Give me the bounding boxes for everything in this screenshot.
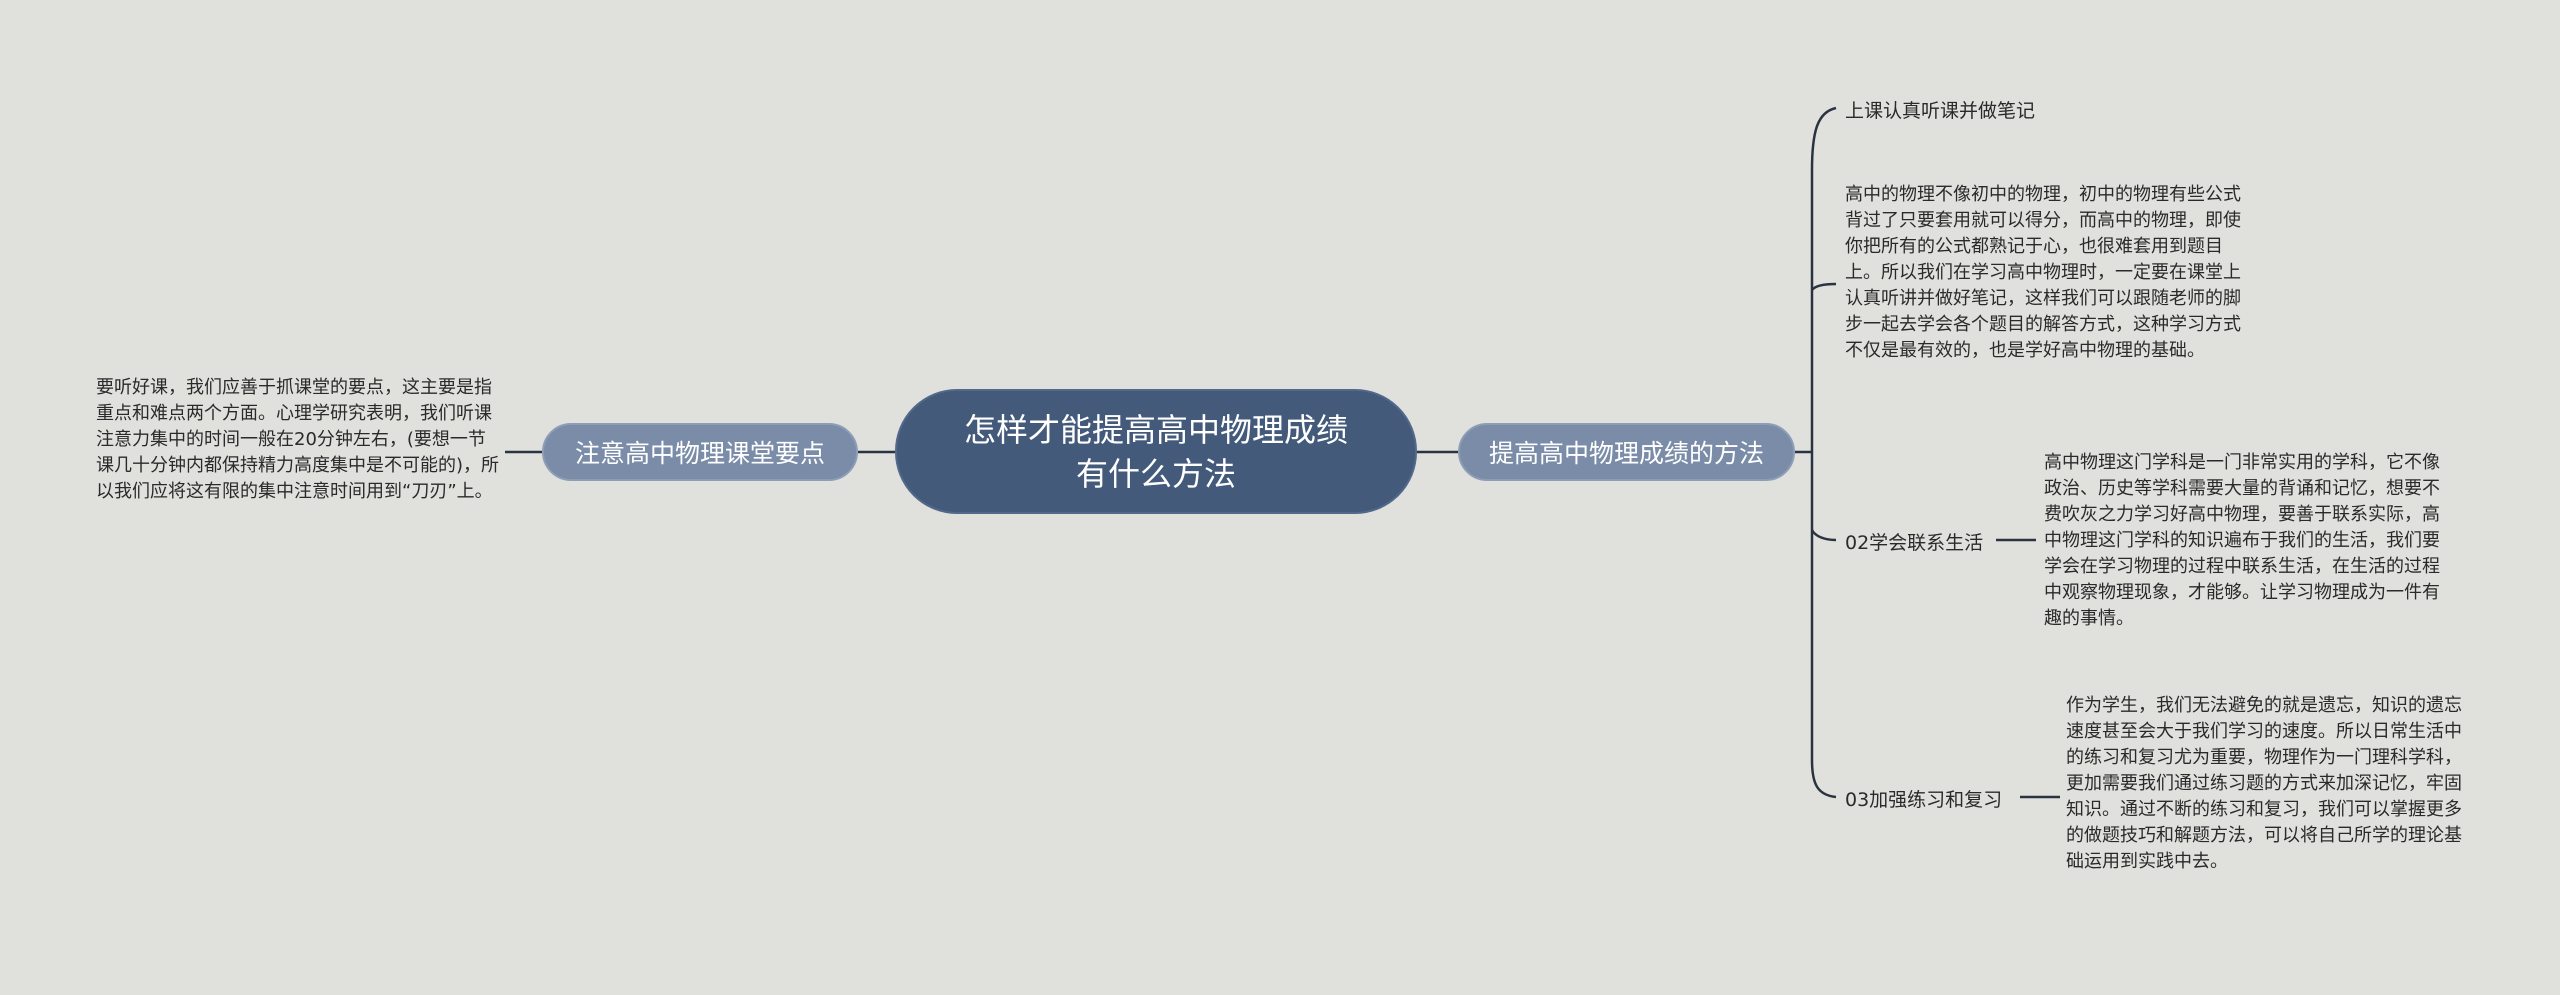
- connector-item-notes: [1811, 282, 1837, 291]
- item-practice-review-detail: 作为学生，我们无法避免的就是遗忘，知识的遗忘速度甚至会大于我们学习的速度。所以日…: [2066, 695, 2462, 872]
- item-practice-review[interactable]: 03加强练习和复习: [1845, 789, 2003, 811]
- root-topic-label: 怎样才能提高高中物理成绩 有什么方法: [963, 410, 1348, 493]
- classroom-points-detail: 要听好课，我们应善于抓课堂的要点，这主要是指重点和难点两个方面。心理学研究表明，…: [96, 377, 500, 502]
- branch-classroom-points-label: 注意高中物理课堂要点: [574, 439, 825, 468]
- item-connect-life-detail: 高中物理这门学科是一门非常实用的学科，它不像政治、历史等学科需要大量的背诵和记忆…: [2044, 452, 2440, 629]
- item-notes[interactable]: 上课认真听课并做笔记: [1845, 100, 2036, 122]
- item-connect-life[interactable]: 02学会联系生活: [1845, 532, 1984, 554]
- root-topic[interactable]: 怎样才能提高高中物理成绩 有什么方法: [895, 389, 1417, 514]
- branch-classroom-points[interactable]: 注意高中物理课堂要点: [542, 423, 858, 481]
- branch-methods-label: 提高高中物理成绩的方法: [1488, 439, 1764, 468]
- connector-item-life: [1810, 529, 1837, 542]
- branch-methods[interactable]: 提高高中物理成绩的方法: [1458, 423, 1795, 481]
- item-notes-detail: 高中的物理不像初中的物理，初中的物理有些公式背过了只要套用就可以得分，而高中的物…: [1845, 184, 2241, 361]
- connector-right-spine: [1810, 106, 1837, 799]
